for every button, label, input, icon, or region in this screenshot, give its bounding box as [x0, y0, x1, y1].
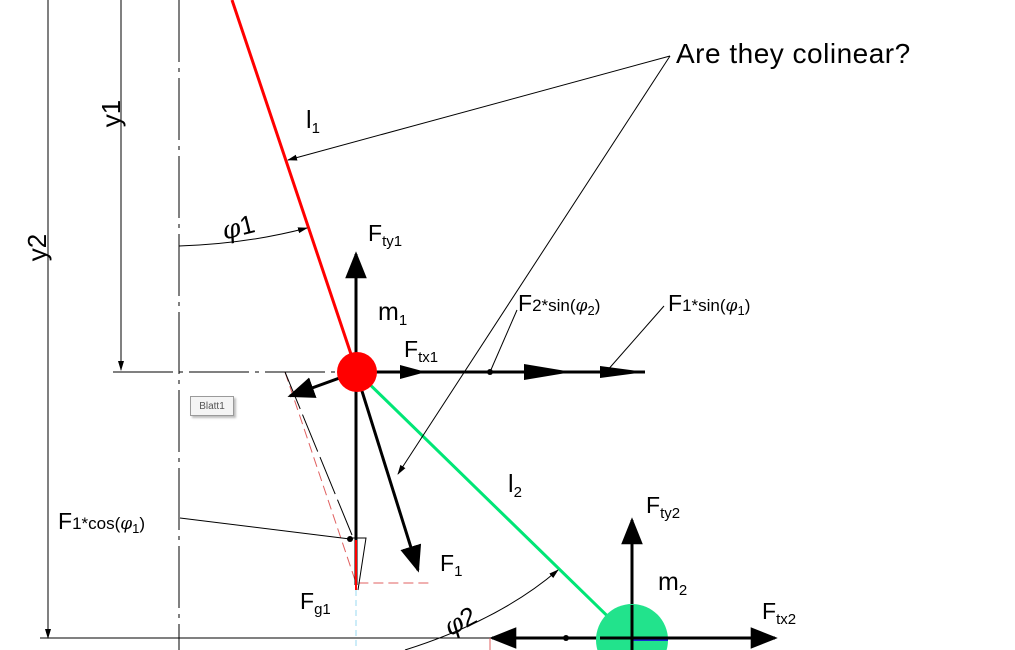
f1cos-f: F	[58, 508, 73, 534]
leader-question-to-l2	[397, 55, 671, 475]
ftx2-label: Ftx2	[762, 598, 796, 628]
leader-f1sin	[605, 305, 665, 373]
rod-l1	[230, 0, 359, 373]
m2-sub: 2	[678, 582, 688, 599]
y2-label: y2	[22, 233, 53, 262]
vector-f1	[354, 371, 422, 573]
l2-main: l	[508, 470, 514, 498]
m1-main: m	[378, 298, 399, 326]
f1cos-index: 1	[72, 514, 82, 533]
f1cos-phi-sub: 1	[132, 521, 140, 536]
l2-sub: 2	[513, 484, 522, 501]
f1-main: F	[440, 550, 455, 576]
f1sin-f: F	[668, 290, 683, 316]
f1sin-phi: φ	[725, 296, 738, 316]
f1-sub: 1	[454, 563, 463, 580]
fg1-label: Fg1	[300, 588, 331, 618]
leader-question-to-l1	[287, 55, 671, 161]
fg1-main: F	[300, 588, 315, 614]
arrowhead-f1sin	[600, 366, 645, 378]
m1-label: m1	[378, 298, 407, 329]
l1-main: l	[306, 106, 312, 134]
question-label: Are they colinear?	[676, 38, 911, 69]
construction-line-2	[284, 371, 353, 536]
f1sin-func: *sin(	[691, 296, 726, 315]
l2-label: l2	[508, 470, 522, 501]
f1cos-label: F1*cos(φ1)	[58, 508, 146, 536]
arrowhead-ftx1	[400, 365, 426, 379]
f1sin-phi-sub: 1	[737, 303, 745, 318]
f1cos-func: *cos(	[81, 514, 121, 533]
angle-arc-phi2	[404, 569, 559, 650]
force-construction-lines	[284, 371, 430, 584]
sheet-tab-blatt1[interactable]: Blatt1	[190, 396, 234, 416]
m2-main: m	[658, 568, 679, 596]
fty1-label: Fty1	[368, 220, 402, 250]
rod-l2	[355, 370, 634, 642]
f2sin-label: F2*sin(φ2)	[518, 290, 601, 318]
f2sin-phi: φ	[575, 296, 588, 316]
y1-label: y1	[96, 99, 127, 128]
angle-arc-phi1	[178, 227, 308, 247]
ftx2-sub: tx2	[776, 611, 797, 628]
m1-sub: 1	[398, 312, 408, 329]
f2sin-f: F	[518, 290, 533, 316]
fty2-sub: ty2	[660, 505, 681, 522]
l1-label: l1	[306, 106, 320, 137]
f1sin-label: F1*sin(φ1)	[668, 290, 751, 318]
f1cos-close: )	[139, 514, 146, 533]
construction-triangle	[352, 537, 367, 591]
f1-label: F1	[440, 550, 462, 580]
f2sin-close: )	[594, 296, 601, 315]
ftx1-sub: tx1	[418, 349, 439, 366]
f2sin-func: *sin(	[541, 296, 576, 315]
fty2-main: F	[646, 492, 661, 518]
ftx1-main: F	[404, 336, 419, 362]
l1-sub: 1	[311, 120, 320, 137]
m2-label: m2	[658, 568, 687, 599]
f2sin-index: 2	[532, 296, 542, 315]
fty2-label: Fty2	[646, 492, 680, 522]
mass-m1	[337, 352, 377, 392]
leader-f2sin	[489, 309, 518, 373]
fty1-main: F	[368, 220, 383, 246]
fg1-sub: g1	[314, 601, 331, 618]
ftx1-label: Ftx1	[404, 336, 438, 366]
ftx2-main: F	[762, 598, 777, 624]
f2sin-phi-sub: 2	[587, 303, 595, 318]
f1sin-index: 1	[682, 296, 692, 315]
dot-m2-left	[563, 635, 569, 641]
f1sin-close: )	[744, 296, 751, 315]
arrowhead-f2sin	[524, 364, 572, 380]
leader-f1cos	[179, 517, 351, 540]
f1cos-phi: φ	[120, 514, 133, 534]
fty1-sub: ty1	[382, 233, 403, 250]
